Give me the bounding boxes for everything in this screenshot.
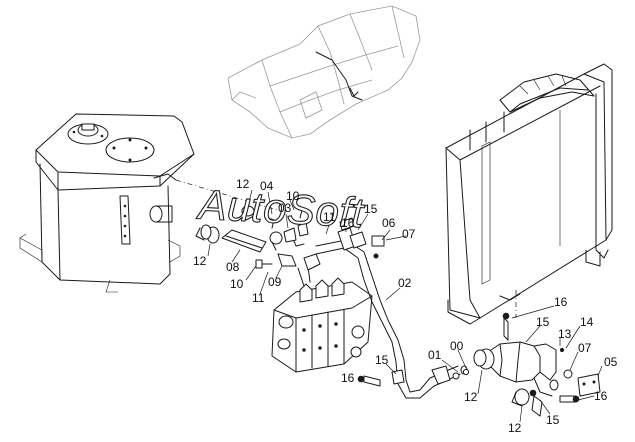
part-label: 07 <box>578 341 592 355</box>
part-label: 06 <box>382 216 396 230</box>
part-label: 10 <box>230 277 244 291</box>
part-label: 11 <box>252 291 265 305</box>
part-label: 04 <box>260 179 274 193</box>
hose-08 <box>195 205 283 253</box>
part-label: 00 <box>450 339 464 353</box>
part-label: 15 <box>546 413 560 427</box>
excavator-upper-structure <box>227 5 421 139</box>
pipe-09 <box>255 221 309 269</box>
part-label: 12 <box>193 254 207 268</box>
part-label: 15 <box>536 315 550 329</box>
part-label: 07 <box>402 227 416 241</box>
part-label: 13 <box>558 327 572 341</box>
part-label: 16 <box>341 216 355 230</box>
part-label: 08 <box>226 260 240 274</box>
part-label: 10 <box>286 189 300 203</box>
control-valve-assembly <box>271 253 373 373</box>
part-number-labels: 12 04 10 03 11 16 15 06 07 12 08 09 10 1… <box>193 177 618 435</box>
part-label: 15 <box>375 353 389 367</box>
part-label: 14 <box>580 315 594 329</box>
part-label: 15 <box>364 202 378 216</box>
part-label: 09 <box>268 275 282 289</box>
watermark-text: AutoSoft <box>195 181 367 237</box>
part-label: 02 <box>398 276 412 290</box>
hose-13 <box>473 341 601 407</box>
part-label: 12 <box>464 390 478 404</box>
part-label: 01 <box>428 348 442 362</box>
part-label: 16 <box>594 389 608 403</box>
part-label: 12 <box>236 177 250 191</box>
hydraulic-tank <box>19 113 285 293</box>
radiator-oil-cooler <box>445 63 613 325</box>
part-label: 16 <box>554 295 568 309</box>
part-label: 11 <box>323 210 336 224</box>
part-label: 16 <box>341 371 355 385</box>
part-label: 05 <box>604 355 618 369</box>
part-label: 03 <box>278 201 292 215</box>
part-label: 12 <box>508 421 522 435</box>
leader-lines <box>207 189 603 423</box>
